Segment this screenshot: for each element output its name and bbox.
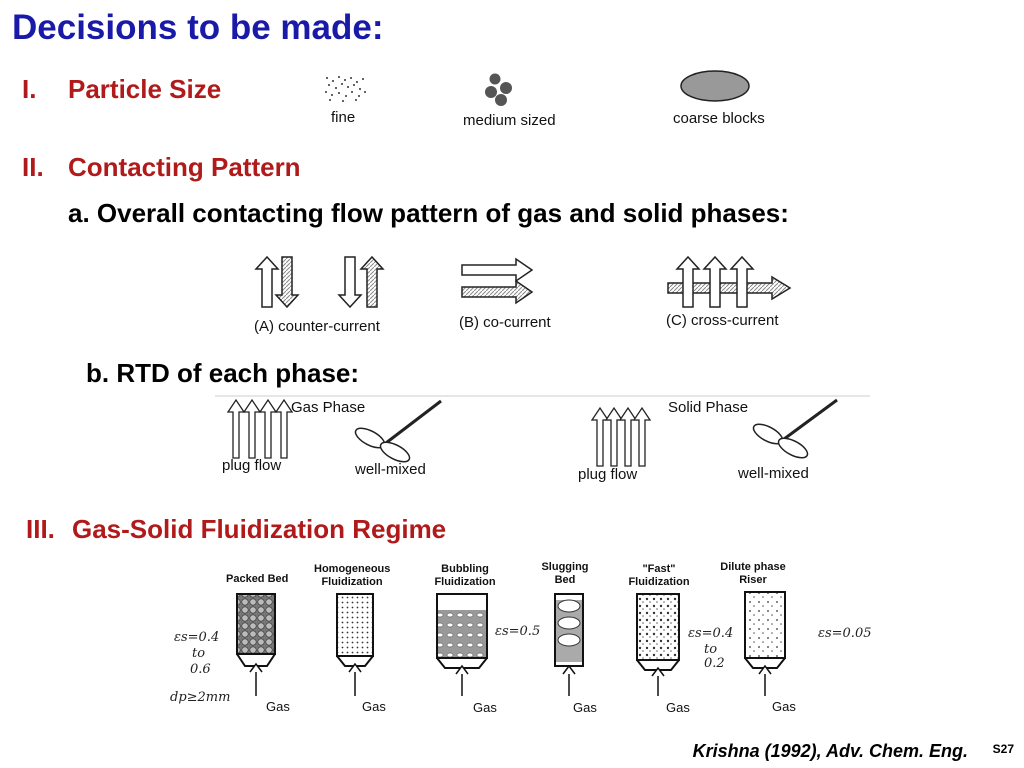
packed-bed-column-icon	[236, 593, 276, 696]
packed-voidage-note: εs=0.4	[174, 630, 220, 645]
section-1-number: I.	[22, 74, 37, 104]
solid-phase-label: Solid Phase	[668, 399, 749, 416]
gas-plug-flow-icon	[226, 398, 294, 459]
gas-inlet-label: Gas	[573, 700, 597, 715]
regime-packed-bed-label: Packed Bed	[226, 573, 289, 585]
coarse-block-icon	[680, 70, 750, 102]
gas-up-arrow-icon	[675, 255, 701, 308]
gas-phase-label: Gas Phase	[291, 399, 366, 416]
solid-plug-flow-label: plug flow	[578, 466, 638, 483]
packed-range-note: to	[192, 646, 206, 661]
section-2-title: Contacting Pattern	[68, 152, 301, 182]
gas-inlet-label: Gas	[362, 699, 386, 714]
gas-inlet-label: Gas	[666, 700, 690, 715]
packed-upper-note: 0.6	[190, 662, 211, 677]
section-3-title: Gas-Solid Fluidization Regime	[72, 514, 447, 544]
right-arrow-icon	[461, 279, 534, 305]
solid-down-arrow-icon	[274, 256, 300, 309]
solid-stirrer-icon	[752, 398, 838, 459]
rtd-figure	[215, 395, 870, 467]
bubbling-voidage-note: εs=0.5	[495, 624, 541, 639]
cross-current-label: (C) cross-current	[666, 312, 779, 329]
gas-stirrer-icon	[354, 399, 442, 463]
particle-diameter-note: dp≥2mm	[170, 690, 231, 705]
regime-bubbling-label: Bubbling Fluidization	[434, 563, 496, 588]
gas-up-arrow-icon	[702, 255, 728, 308]
section-3-number: III.	[26, 514, 55, 544]
medium-particles-icon	[485, 73, 512, 106]
bubbling-column-icon	[436, 593, 488, 696]
flow-pattern-figure	[254, 255, 792, 309]
gas-inlet-label: Gas	[772, 699, 796, 714]
regime-slugging-label: Slugging Bed	[541, 561, 589, 586]
subsection-a: a. Overall contacting flow pattern of ga…	[68, 198, 789, 228]
counter-current-label: (A) counter-current	[254, 318, 380, 335]
coarse-blocks-label: coarse blocks	[673, 110, 765, 127]
solid-down-arrow-icon	[337, 256, 363, 309]
gas-up-arrow-icon	[254, 255, 280, 308]
section-2-number: II.	[22, 152, 44, 182]
subsection-b: b. RTD of each phase:	[86, 358, 360, 388]
solid-well-mixed-label: well-mixed	[738, 465, 809, 482]
regime-homogeneous-label: Homogeneous Fluidization	[314, 563, 391, 588]
fast-voidage-note: εs=0.4	[688, 626, 734, 641]
section-1-title: Particle Size	[68, 74, 222, 104]
particle-size-figure	[325, 70, 750, 106]
fine-label: fine	[331, 109, 356, 126]
co-current-label: (B) co-current	[459, 314, 551, 331]
fast-fluidization-column-icon	[636, 593, 680, 696]
right-arrow-icon	[461, 257, 534, 283]
gas-plug-flow-label: plug flow	[222, 457, 282, 474]
gas-up-arrow-icon	[359, 255, 385, 308]
regime-riser-label: Dilute phase Riser	[720, 561, 786, 586]
gas-inlet-label: Gas	[266, 699, 290, 714]
fine-particles-icon	[325, 76, 366, 102]
citation: Krishna (1992), Adv. Chem. Eng.	[692, 741, 968, 761]
solid-plug-flow-icon	[590, 406, 652, 467]
fluidization-regime-figure	[236, 591, 786, 696]
riser-voidage-note: εs=0.05	[818, 626, 872, 641]
gas-up-arrow-icon	[729, 255, 755, 308]
regime-fast-label: "Fast" Fluidization	[628, 563, 690, 588]
fast-range-note: to	[704, 642, 718, 657]
fast-lower-note: 0.2	[704, 656, 725, 671]
gas-well-mixed-label: well-mixed	[355, 461, 426, 478]
slide-title: Decisions to be made:	[12, 8, 384, 47]
medium-sized-label: medium sized	[463, 112, 556, 129]
gas-inlet-label: Gas	[473, 700, 497, 715]
slide-number: S27	[992, 742, 1014, 756]
homogeneous-column-icon	[336, 593, 374, 696]
slugging-column-icon	[554, 593, 584, 696]
riser-column-icon	[744, 591, 786, 696]
